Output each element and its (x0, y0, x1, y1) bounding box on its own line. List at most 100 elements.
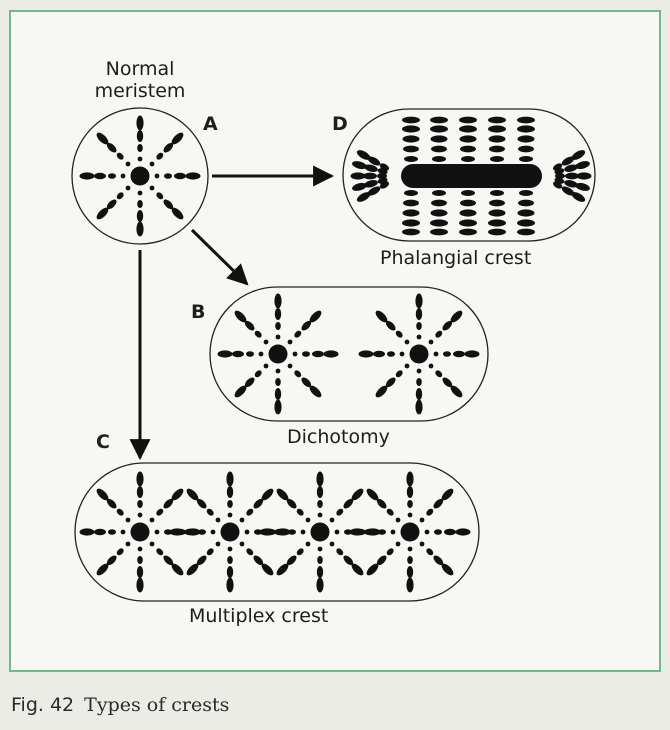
phalangial-right-fan-mark (554, 168, 565, 175)
letter-d: D (332, 113, 348, 135)
phalangial-column-mark (489, 199, 505, 207)
multiplex-1-arm-mark (137, 512, 143, 518)
multiplex-3-arm-mark (316, 566, 324, 578)
multiplex-3-arm-mark (334, 529, 340, 535)
phalangial-column-mark (517, 116, 535, 124)
arrow-to-dichotomy (190, 228, 249, 286)
multiplex-2-arm-mark (227, 546, 233, 552)
phalangial-column-mark (430, 219, 448, 227)
multiplex-1-arm-mark (108, 529, 116, 535)
multiplex-3-arm-mark (274, 528, 286, 536)
phalangial-column-mark (402, 125, 420, 133)
dichotomy-left-arm-mark (263, 363, 269, 369)
multiplex-2-arm-mark (261, 563, 274, 576)
multiplex-4-arm-mark (349, 528, 365, 536)
normal-meristem-arm-mark (96, 207, 109, 220)
phalangial-column-mark (430, 228, 448, 236)
phalangial-column-mark (402, 116, 420, 124)
normal-meristem-arm-mark (149, 161, 155, 167)
dichotomy-left-arm-mark (275, 334, 281, 340)
multiplex-1-arm-mark (125, 541, 131, 547)
dichotomy-left-arm-mark (244, 320, 255, 331)
dichotomy-left-arm-mark (287, 363, 293, 369)
figure-frame (9, 10, 661, 672)
phalangial-column-mark (461, 156, 475, 162)
dichotomy-left-arm-mark (274, 388, 282, 400)
multiplex-1-arm-mark (171, 563, 184, 576)
dichotomy-right-arm-mark (375, 385, 388, 398)
normal-meristem-arm-mark (106, 199, 117, 210)
multiplex-4-arm-mark (433, 498, 444, 509)
multiplex-4-arm-mark (444, 528, 456, 536)
multiplex-3-arm-mark (317, 512, 323, 518)
multiplex-1-arm-mark (96, 563, 109, 576)
dichotomy-right-arm-mark (428, 363, 434, 369)
multiplex-4-center-dot (400, 522, 420, 542)
normal-meristem-arm-mark (171, 207, 184, 220)
multiplex-1-arm-mark (137, 556, 143, 564)
multiplex-3-arm-mark (259, 528, 275, 536)
phalangial-right-fan-mark (575, 161, 590, 170)
normal-meristem-arm-mark (136, 115, 144, 131)
phalangial-column-mark (430, 125, 448, 133)
dichotomy-right-arm-mark (442, 377, 453, 388)
figure-caption-text: Types of crests (84, 694, 230, 716)
normal-meristem-arm-mark (136, 130, 144, 142)
multiplex-3-arm-mark (344, 529, 352, 535)
multiplex-4-arm-mark (386, 548, 394, 556)
multiplex-3-arm-mark (316, 486, 324, 498)
normal-meristem-arm-mark (156, 152, 164, 160)
multiplex-3-arm-mark (329, 517, 335, 523)
phalangial-column-mark (402, 209, 420, 217)
multiplex-2-arm-mark (186, 488, 199, 501)
multiplex-3-arm-mark (343, 555, 354, 566)
dichotomy-left-arm-mark (287, 339, 293, 345)
multiplex-1-arm-mark (79, 528, 95, 536)
multiplex-3-arm-mark (286, 555, 297, 566)
phalangial-column-mark (432, 156, 446, 162)
dichotomy-right-arm-mark (435, 330, 443, 338)
phalangial-column-mark (490, 190, 504, 196)
phalangial-central-bar (401, 164, 542, 188)
multiplex-2-arm-mark (169, 528, 185, 536)
multiplex-3-arm-mark (316, 471, 324, 487)
multiplex-3-arm-mark (300, 529, 306, 535)
dichotomy-left-arm-mark (217, 350, 233, 358)
phalangial-crest-label: Phalangial crest (380, 247, 532, 269)
multiplex-crest-label: Multiplex crest (189, 605, 329, 627)
dichotomy-right-arm-mark (415, 293, 423, 309)
phalangial-column-mark (402, 228, 420, 236)
multiplex-1-arm-mark (163, 498, 174, 509)
multiplex-1-arm-mark (106, 555, 117, 566)
dichotomy-left-center-dot (268, 344, 288, 364)
dichotomy-right-arm-mark (433, 351, 439, 357)
phalangial-right-fan-mark (571, 150, 586, 160)
phalangial-column-mark (459, 116, 477, 124)
phalangial-left-fan-mark (377, 173, 387, 179)
phalangial-left-fan-mark (364, 164, 378, 172)
multiplex-2-arm-mark (227, 556, 233, 564)
dichotomy-right-arm-mark (416, 334, 422, 340)
multiplex-2-arm-mark (226, 577, 234, 593)
multiplex-4-arm-mark (406, 486, 414, 498)
normal-meristem-arm-mark (163, 199, 174, 210)
multiplex-3-arm-mark (305, 541, 311, 547)
multiplex-1-arm-mark (125, 517, 131, 523)
multiplex-3-arm-mark (343, 498, 354, 509)
phalangial-left-fan-mark (364, 180, 378, 188)
multiplex-1-arm-mark (136, 566, 144, 578)
normal-meristem-arm-mark (120, 173, 126, 179)
multiplex-1-arm-mark (163, 555, 174, 566)
multiplex-4-arm-mark (441, 563, 454, 576)
phalangial-column-mark (518, 145, 534, 153)
dichotomy-left-arm-mark (323, 350, 339, 358)
phalangial-column-mark (459, 135, 477, 143)
phalangial-column-mark (488, 125, 506, 133)
multiplex-2-arm-mark (227, 512, 233, 518)
dichotomy-right-arm-mark (442, 320, 453, 331)
dichotomy-right-arm-mark (373, 350, 385, 358)
dichotomy-left-arm-mark (274, 308, 282, 320)
multiplex-2-arm-mark (226, 566, 234, 578)
phalangial-left-fan-mark (350, 172, 366, 180)
dichotomy-left-arm-mark (294, 330, 302, 338)
